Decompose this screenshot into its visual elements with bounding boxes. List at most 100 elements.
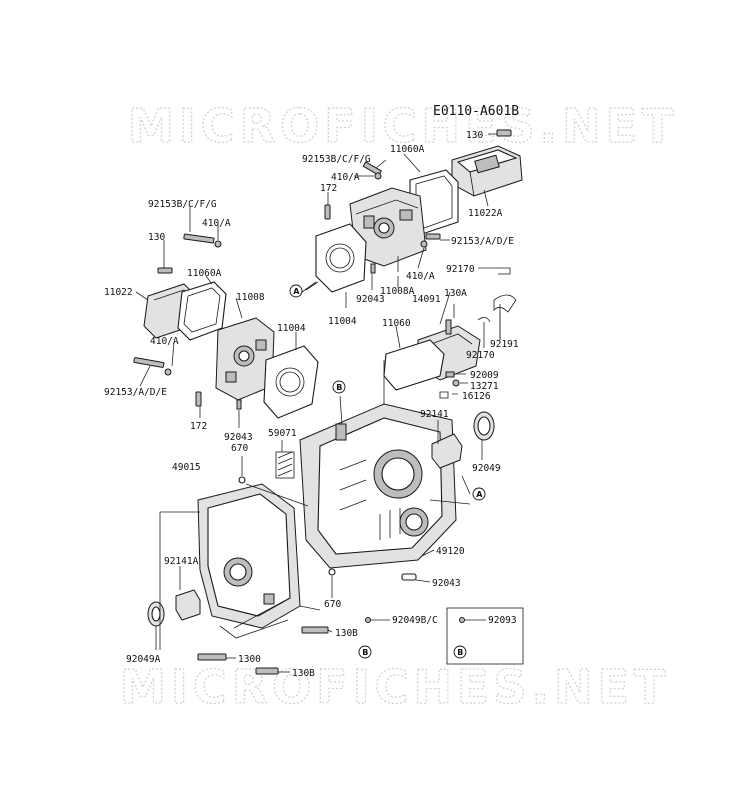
label-172-top: 172 bbox=[320, 183, 337, 194]
pin-92043-bottom bbox=[401, 573, 417, 581]
label-130-top: 130 bbox=[466, 130, 483, 141]
label-670-top: 670 bbox=[231, 443, 248, 454]
callout-b-bottom: B bbox=[358, 645, 372, 659]
svg-text:B: B bbox=[457, 648, 463, 657]
bolt-130-top bbox=[496, 129, 512, 137]
label-92093: 92093 bbox=[488, 615, 517, 626]
label-11022: 11022 bbox=[104, 287, 133, 298]
label-49015: 49015 bbox=[172, 462, 201, 473]
callout-a-right: A bbox=[472, 487, 486, 501]
ring-92049bc bbox=[365, 617, 371, 623]
clamp-92170-top bbox=[498, 267, 511, 275]
cylinder-head-11008 bbox=[215, 317, 275, 401]
label-16126: 16126 bbox=[462, 391, 491, 402]
label-49120: 49120 bbox=[436, 546, 465, 557]
crankcase-cover-49015 bbox=[197, 483, 301, 629]
bolt-92009 bbox=[445, 371, 455, 378]
label-11008a: 11008A bbox=[380, 286, 415, 297]
washer-13271 bbox=[452, 379, 460, 387]
label-92043-left: 92043 bbox=[224, 432, 253, 443]
ring-92093 bbox=[459, 617, 465, 623]
crankcase-49120 bbox=[299, 403, 457, 569]
gasket-11060 bbox=[383, 339, 445, 391]
head-gasket-11004-left bbox=[263, 345, 319, 419]
part-labels: 130 92153B/C/F/G 11060A 410/A 172 11022A… bbox=[104, 130, 519, 679]
oil-seal-92049a bbox=[147, 601, 165, 627]
label-92170-mid: 92170 bbox=[466, 350, 495, 361]
label-92043-top: 92043 bbox=[356, 294, 385, 305]
bolt-130b-mid bbox=[301, 626, 329, 634]
dowel-172-left bbox=[195, 391, 202, 407]
oil-seal-92049 bbox=[473, 411, 495, 441]
o-ring-670-bottom bbox=[328, 568, 336, 576]
label-92049a: 92049A bbox=[126, 654, 161, 665]
label-11004-top: 11004 bbox=[328, 316, 357, 327]
label-92170-top: 92170 bbox=[446, 264, 475, 275]
label-410a-mid: 410/A bbox=[406, 271, 435, 282]
label-92009: 92009 bbox=[470, 370, 499, 381]
label-130b-mid: 130B bbox=[335, 628, 358, 639]
label-11060a-top: 11060A bbox=[390, 144, 425, 155]
label-92141: 92141 bbox=[420, 409, 449, 420]
label-92049bc: 92049B/C bbox=[392, 615, 438, 626]
clamp-92170-mid bbox=[477, 317, 491, 323]
label-410a-top: 410/A bbox=[331, 172, 360, 183]
watermark-bottom: MICROFICHES.NET bbox=[120, 660, 670, 714]
label-11022a: 11022A bbox=[468, 208, 503, 219]
bolt-92153bcfg-top bbox=[362, 161, 382, 176]
label-410a-left2: 410/A bbox=[150, 336, 179, 347]
label-14091: 14091 bbox=[412, 294, 441, 305]
bearing-92141 bbox=[431, 433, 463, 469]
label-11008: 11008 bbox=[236, 292, 265, 303]
label-172-left: 172 bbox=[190, 421, 207, 432]
label-11060a-left: 11060A bbox=[187, 268, 222, 279]
bolt-92153ade-left bbox=[133, 357, 165, 368]
label-92153bcfg-left: 92153B/C/F/G bbox=[148, 199, 217, 210]
bolt-1300 bbox=[197, 653, 227, 661]
bolt-130-left bbox=[157, 267, 173, 274]
washer-410a-mid bbox=[420, 240, 428, 248]
cylinder-head-11008a bbox=[349, 187, 427, 267]
label-670-bottom: 670 bbox=[324, 599, 341, 610]
label-11004-left: 11004 bbox=[277, 323, 306, 334]
label-92049: 92049 bbox=[472, 463, 501, 474]
label-92043-bottom: 92043 bbox=[432, 578, 461, 589]
o-ring-670-top bbox=[238, 476, 246, 484]
svg-text:A: A bbox=[293, 287, 300, 296]
diagram-code: E0110-A601B bbox=[433, 104, 519, 119]
bolt-130b-bottom bbox=[255, 667, 279, 675]
label-130a: 130A bbox=[444, 288, 467, 299]
bearing-92141a bbox=[175, 589, 201, 621]
washer-410a-top bbox=[374, 172, 382, 180]
bolt-92153bcfg-left bbox=[183, 233, 215, 244]
spring-59071 bbox=[275, 451, 295, 479]
inset-frame-b bbox=[446, 607, 524, 665]
label-1300: 1300 bbox=[238, 654, 261, 665]
bolt-92153ade-right bbox=[425, 233, 441, 240]
svg-text:B: B bbox=[362, 648, 368, 657]
washer-410a-left2 bbox=[164, 368, 172, 376]
label-130b-bottom: 130B bbox=[292, 668, 315, 679]
pin-92043-top bbox=[370, 263, 376, 274]
gasket-11060a-left bbox=[177, 281, 227, 341]
label-92191: 92191 bbox=[490, 339, 519, 350]
label-13271: 13271 bbox=[470, 381, 499, 392]
hose-92191 bbox=[493, 294, 517, 313]
label-130-left: 130 bbox=[148, 232, 165, 243]
label-92153bcfg-top: 92153B/C/F/G bbox=[302, 154, 371, 165]
plug-16126 bbox=[439, 391, 449, 399]
head-gasket-11004-top bbox=[315, 223, 367, 293]
dowel-172-top bbox=[324, 204, 331, 220]
label-92153ade-left: 92153/A/D/E bbox=[104, 387, 167, 398]
label-11060: 11060 bbox=[382, 318, 411, 329]
head-cover-11022a bbox=[451, 145, 523, 197]
bolt-130a bbox=[445, 319, 452, 335]
label-92141a: 92141A bbox=[164, 556, 199, 567]
label-410a-left: 410/A bbox=[202, 218, 231, 229]
washer-410a-left bbox=[214, 240, 222, 248]
watermark-top: MICROFICHES.NET bbox=[128, 99, 678, 153]
callout-b-top: B bbox=[332, 380, 346, 394]
svg-text:A: A bbox=[476, 490, 483, 499]
label-59071: 59071 bbox=[268, 428, 297, 439]
